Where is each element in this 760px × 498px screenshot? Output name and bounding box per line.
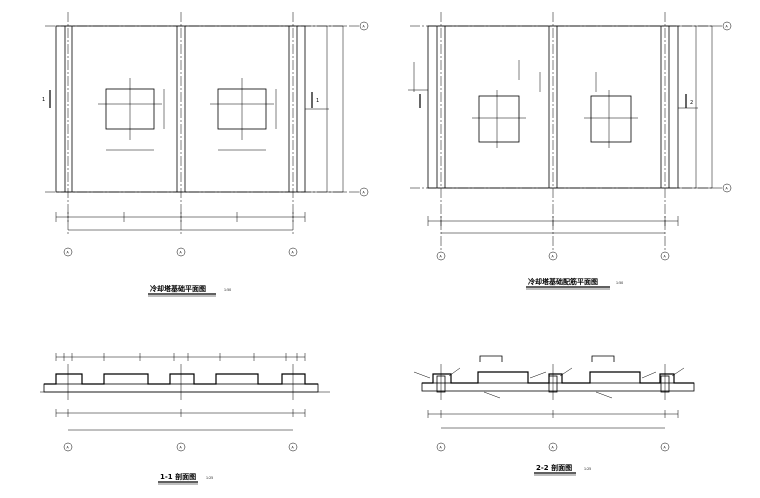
axis-bubble [660,442,670,452]
axis-bubble [436,251,446,261]
axis-bubble-label: A [664,255,667,259]
section-2-2: A A A 2-2 剖面图 1:25 [413,355,695,476]
axis-bubble [722,21,732,31]
axis-bubble [176,247,186,257]
callout-bracket [591,355,615,362]
plan-right: 2 A A A A A 冷却塔基础配筋平面图 1:50 [408,12,732,290]
axis-bubble [63,247,73,257]
axis-bubble-label: A [726,25,729,29]
section-1-1: A A A 1-1 剖面图 1:25 [40,353,330,485]
drawing-title: 2-2 剖面图 [536,463,572,472]
axis-bubble-label: A [664,446,667,450]
drawing-scale: 1:50 [224,288,231,292]
axis-bubble-label: A [180,251,183,255]
axis-bubble [176,442,186,452]
axis-bubble [63,442,73,452]
axis-bubble-label: A [363,25,366,29]
section-mark-label: 1 [42,97,45,103]
axis-bubble-label: A [363,191,366,195]
axis-bubble-label: A [726,187,729,191]
axis-bubble-label: A [180,446,183,450]
slab-outline [55,25,306,193]
axis-bubble-label: A [440,446,443,450]
drawing-title: 1-1 剖面图 [160,472,196,481]
axis-bubble [548,251,558,261]
pedestal-right [590,95,632,143]
axis-bubble [288,247,298,257]
axis-bubble-label: A [552,255,555,259]
drawing-title: 冷却塔基础平面图 [150,284,206,293]
plan-left: 1 1 A A A A A 冷却塔基础平面图 1:50 [42,12,369,297]
axis-bubble-label: A [440,255,443,259]
axis-bubble-label: A [67,446,70,450]
callout-bracket [479,355,503,362]
axis-bubble [436,442,446,452]
axis-bubble [288,442,298,452]
section-profile [422,371,694,384]
axis-bubble [359,21,369,31]
slab-section [421,382,695,392]
axis-bubble [548,442,558,452]
drawing-title: 冷却塔基础配筋平面图 [528,277,598,286]
section-mark-label: 1 [316,98,319,104]
axis-bubble [660,251,670,261]
drawing-scale: 1:50 [616,281,623,285]
axis-bubble-label: A [292,446,295,450]
section-mark-label: 2 [690,100,693,106]
pedestal-left [478,95,520,143]
axis-bubble [722,183,732,193]
drawing-scale: 1:25 [206,476,213,480]
drawing-scale: 1:25 [584,467,591,471]
axis-bubble-label: A [67,251,70,255]
axis-bubble [359,187,369,197]
axis-bubble-label: A [552,446,555,450]
section-profile [44,373,318,385]
axis-bubble-label: A [292,251,295,255]
slab-outline [427,25,679,189]
